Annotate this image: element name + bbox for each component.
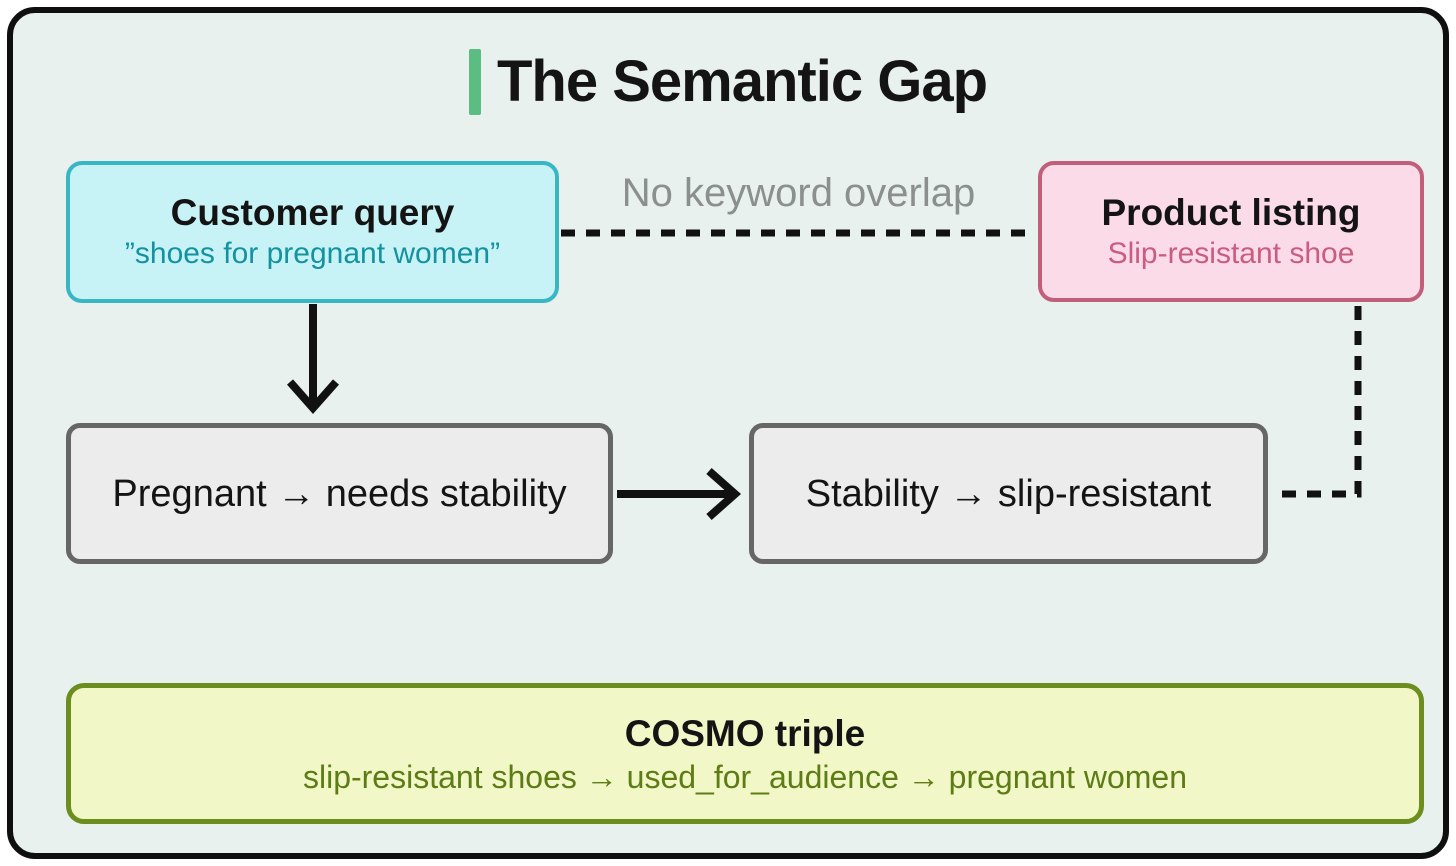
dashed-elbow-listing-to-inference xyxy=(1272,306,1362,498)
cosmo-triple-box: COSMO triple slip-resistant shoes → used… xyxy=(66,683,1424,824)
cosmo-triple-subtitle: slip-resistant shoes → used_for_audience… xyxy=(302,758,1188,795)
customer-query-title: Customer query xyxy=(170,192,455,233)
arrow-inference-to-inference xyxy=(617,468,742,520)
customer-query-box: Customer query ”shoes for pregnant women… xyxy=(66,161,559,303)
inference-left-label: Pregnant → needs stability xyxy=(112,472,567,515)
title-row: The Semantic Gap xyxy=(13,49,1443,115)
product-listing-title: Product listing xyxy=(1101,191,1361,233)
inference-box-stability-slip-resistant: Stability → slip-resistant xyxy=(749,423,1268,564)
diagram-title: The Semantic Gap xyxy=(496,49,988,115)
inference-right-label: Stability → slip-resistant xyxy=(805,472,1212,515)
product-listing-subtitle: Slip-resistant shoe xyxy=(1107,236,1355,270)
diagram-canvas: The Semantic Gap No keyword overlap Cust… xyxy=(7,7,1449,859)
arrow-query-to-inference xyxy=(287,304,339,415)
title-accent-bar xyxy=(468,49,481,115)
customer-query-subtitle: ”shoes for pregnant women” xyxy=(124,237,501,270)
cosmo-triple-title: COSMO triple xyxy=(624,712,866,754)
inference-box-pregnant-stability: Pregnant → needs stability xyxy=(66,423,613,564)
no-keyword-overlap-label: No keyword overlap xyxy=(621,171,976,215)
product-listing-box: Product listing Slip-resistant shoe xyxy=(1038,161,1424,302)
